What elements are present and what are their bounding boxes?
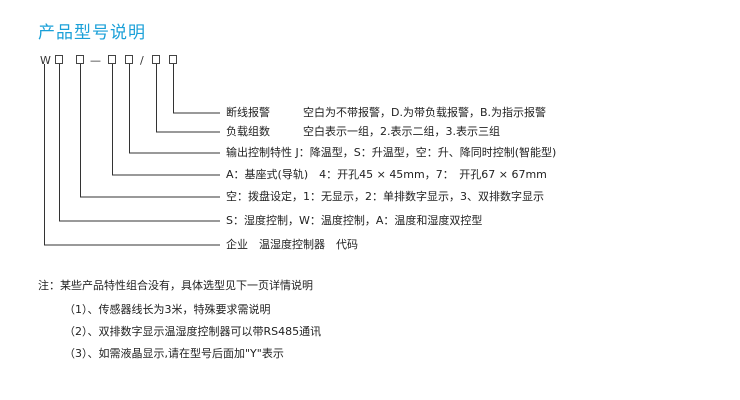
connector-line-3 [129,64,220,154]
code-dash: — [90,54,101,67]
code-box-6 [169,55,177,64]
label-company-code: 企业 温湿度控制器 代码 [226,238,358,251]
connector-line-4 [112,64,220,176]
connector-line-5 [80,64,220,198]
note-item: （2）、双排数字显示温湿度控制器可以带RS485通讯 [64,325,322,338]
connector-line-7 [44,64,220,246]
code-box-5 [152,55,160,64]
code-box-2 [76,55,84,64]
code-prefix: W [40,54,51,67]
connector-line-2 [156,64,220,133]
connector-line-1 [173,64,220,114]
note-item: （1）、传感器线长为3米，特殊要求需说明 [64,303,271,316]
label-load-groups: 负载组数 空白表示一组，2.表示二组，3.表示三组 [226,125,500,138]
note-item: （3）、如需液晶显示,请在型号后面加"Y"表示 [64,347,284,360]
code-box-3 [108,55,116,64]
label-output-control: 输出控制特性 J：降温型，S：升温型，空：升、降同时控制(智能型) [226,146,557,159]
notes-heading: 注：某些产品特性组合没有，具体选型见下一页详情说明 [38,279,313,292]
code-slash: / [140,54,144,67]
page-title: 产品型号说明 [38,23,146,43]
label-control-type: S：湿度控制，W：温度控制，A：温度和湿度双控型 [226,214,483,227]
code-box-1 [55,55,63,64]
connector-line-6 [59,64,220,222]
label-mounting: A：基座式(导轨) 4：开孔45 × 45mm，7： 开孔67 × 67mm [226,168,547,181]
label-line-break-alarm: 断线报警 空白为不带报警，D.为带负载报警，B.为指示报警 [226,106,547,119]
label-display: 空：拨盘设定，1：无显示，2：单排数字显示，3、双排数字显示 [226,190,544,203]
code-box-4 [125,55,133,64]
